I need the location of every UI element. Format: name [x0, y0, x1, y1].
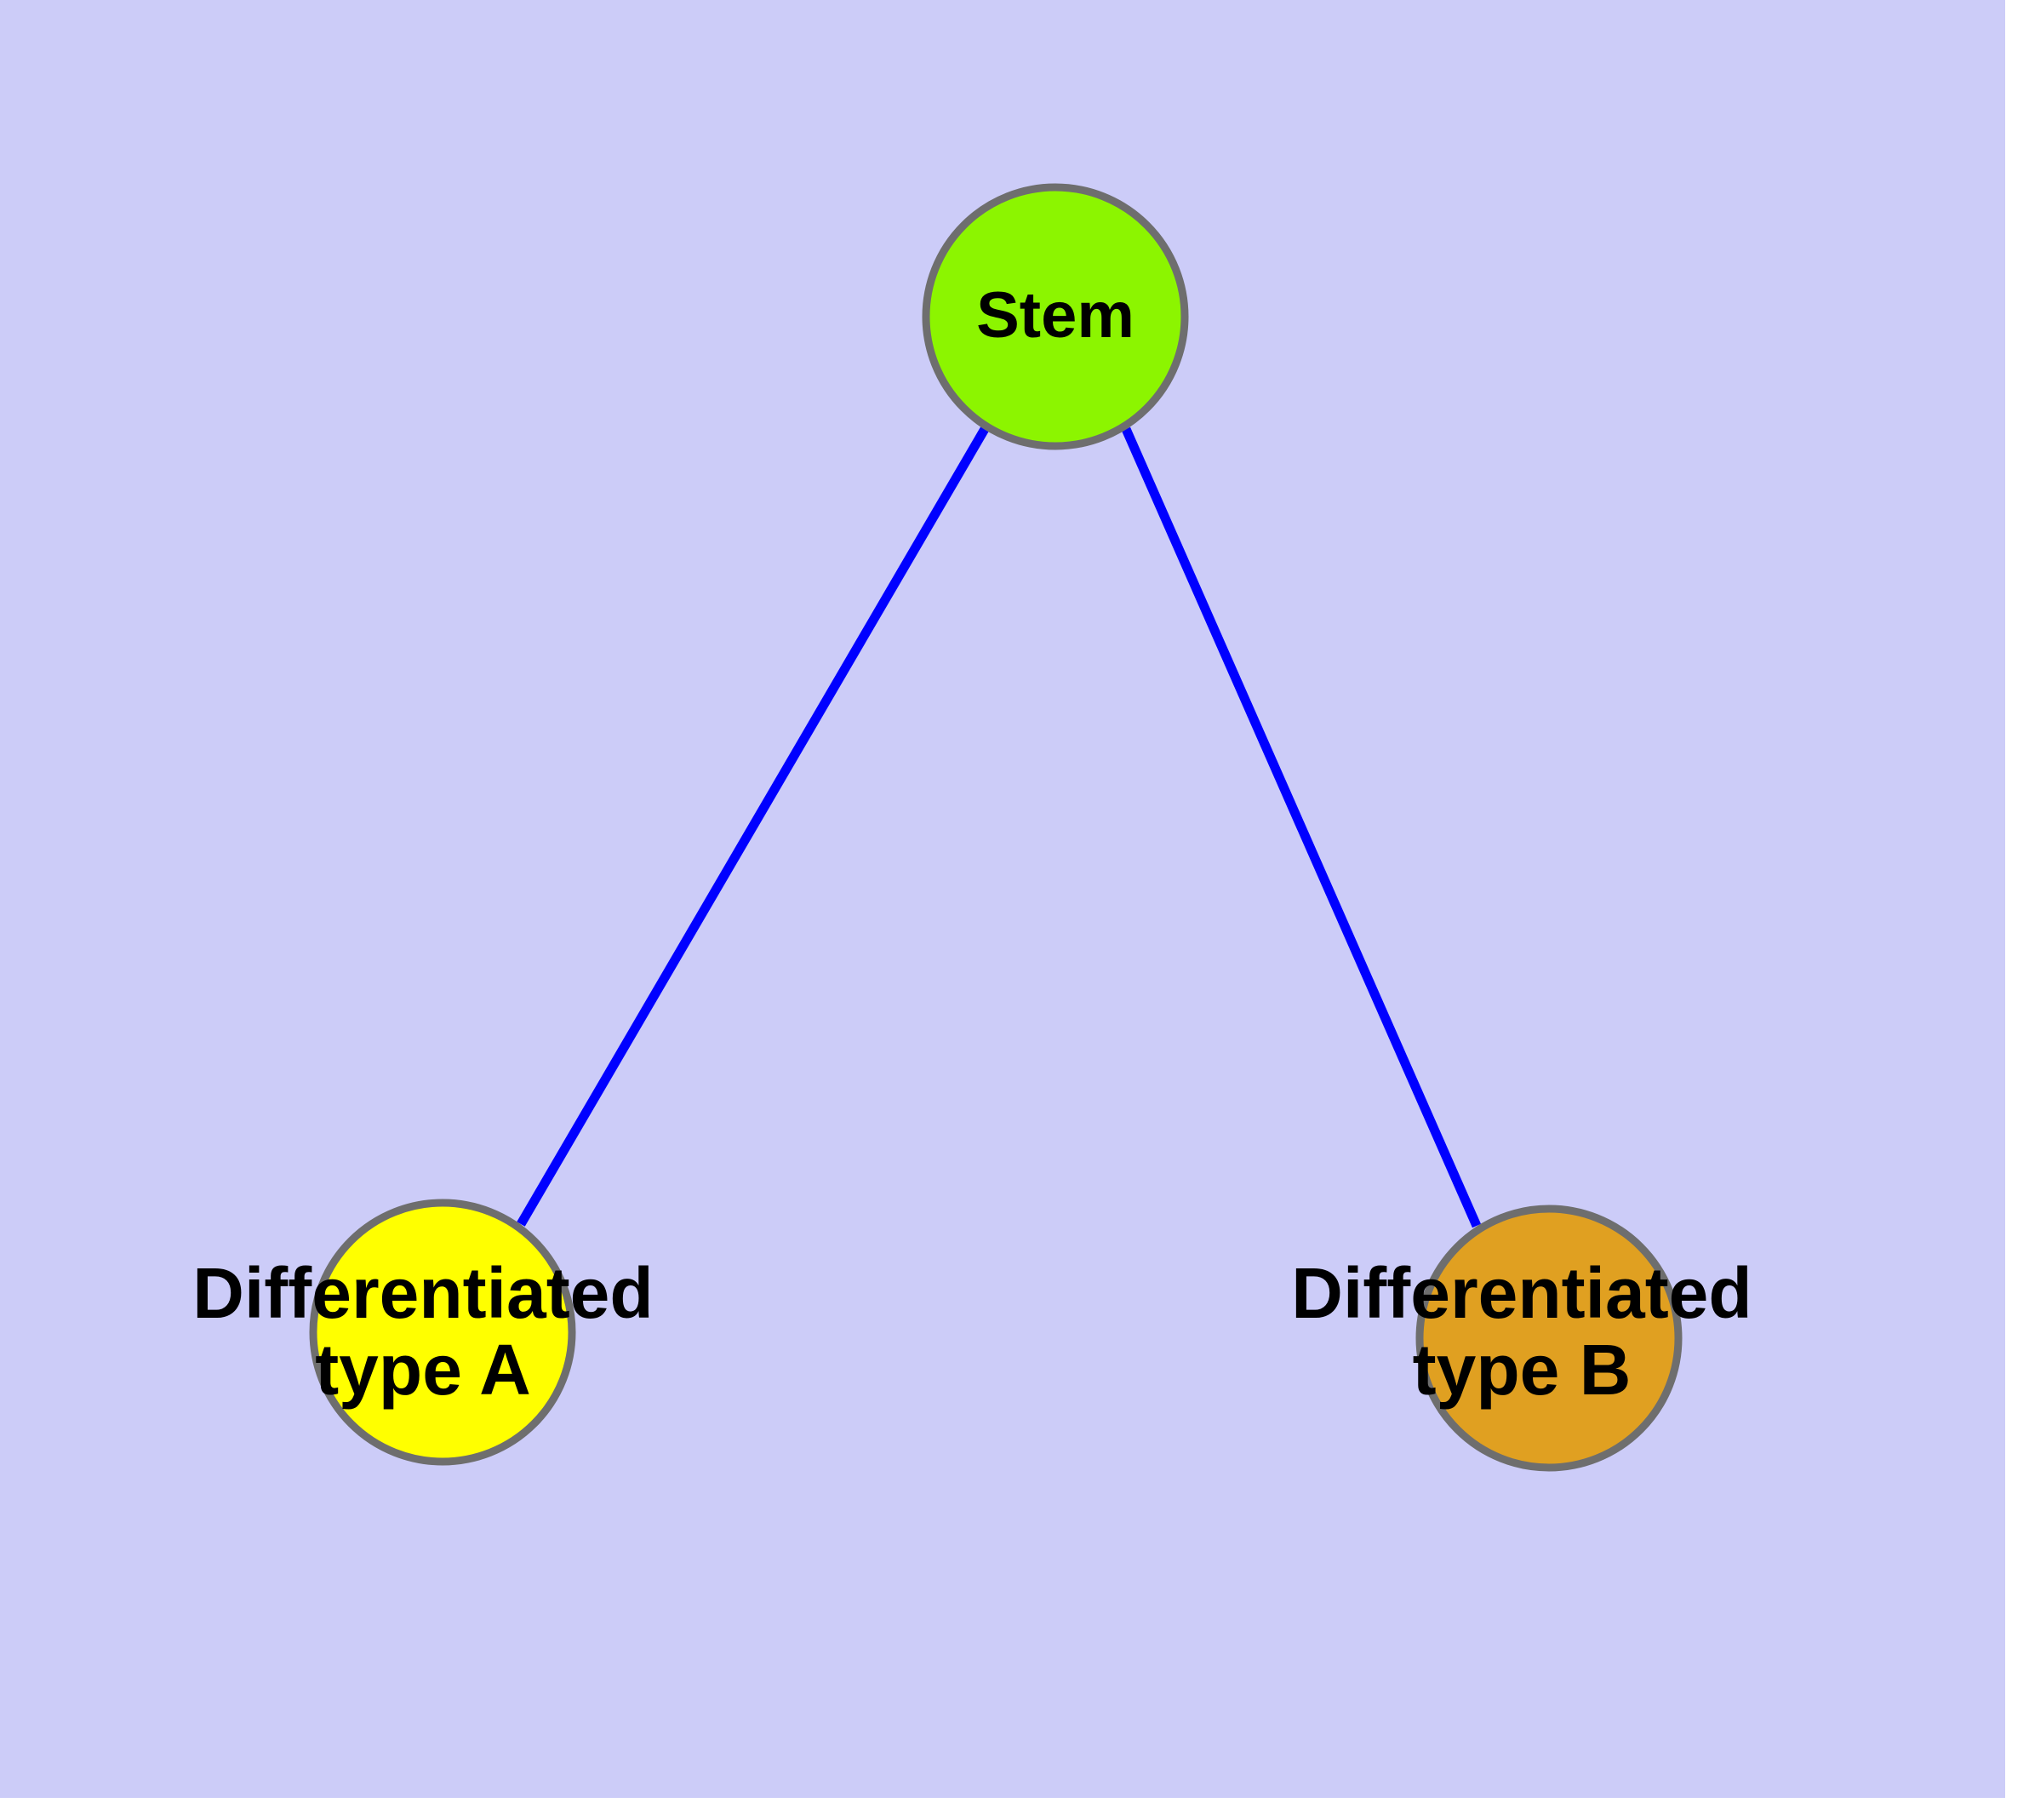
- edge-stem-to-differentiated-type-a[interactable]: [517, 426, 989, 1227]
- node-layer: [309, 183, 1683, 1472]
- edge-stem-to-differentiated-type-b[interactable]: [1121, 426, 1482, 1228]
- graph-svg: [309, 183, 1683, 1472]
- edge-layer: [517, 426, 1482, 1228]
- node-stem[interactable]: [922, 183, 1189, 450]
- node-differentiated-type-b[interactable]: [1415, 1205, 1683, 1472]
- node-differentiated-type-a[interactable]: [309, 1199, 576, 1466]
